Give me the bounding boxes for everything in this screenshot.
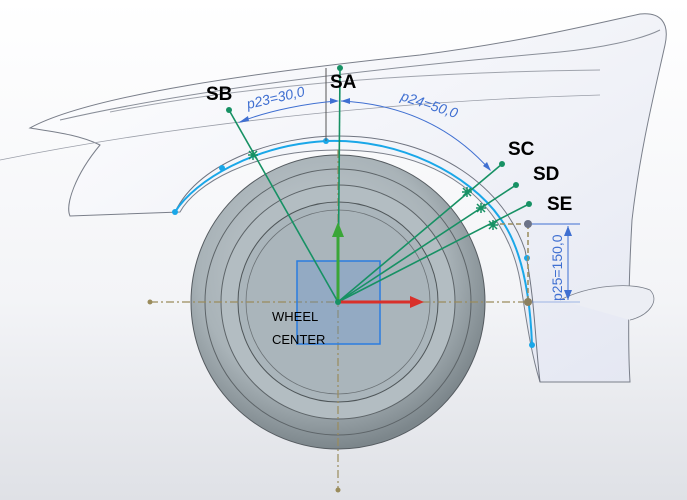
y-axis-arrowhead [332,222,344,237]
dimension-arrowhead [483,162,491,171]
label-se: SE [547,194,572,215]
dimension-arrowhead [341,98,350,104]
dimension-arrowhead [330,98,339,104]
fender-lower-edge [0,94,601,161]
dimension-p23-arc [239,100,338,123]
arch-curve[interactable] [174,139,533,346]
wheel-center-point[interactable] [335,299,341,305]
dimension-p25[interactable]: p25=150,0 [549,234,565,301]
construction-point[interactable] [524,220,532,228]
side-bump [559,285,655,321]
section-lines [228,67,530,303]
fender-crease-line [59,29,661,121]
label-sd: SD [533,164,559,185]
dimension-arrowhead [564,290,572,300]
fender-body [28,13,667,383]
dimension-p24-arc [340,100,491,171]
centerline-end [147,299,153,305]
label-sb: SB [206,84,232,105]
wheel-arch-flange [174,135,541,383]
intersection-markers [248,150,498,230]
section-endpoints[interactable] [226,65,532,207]
construction-point[interactable] [524,298,532,306]
label-sa: SA [330,72,357,93]
label-sc: SC [508,139,535,160]
wheel-center-label-line2: CENTER [272,332,325,347]
wheel-center-label-line1: WHEEL [272,309,318,324]
centerline-end [335,487,341,493]
dimension-arrowhead [564,226,572,236]
dimension-arrowhead [238,116,249,123]
x-axis-arrowhead [410,296,424,308]
